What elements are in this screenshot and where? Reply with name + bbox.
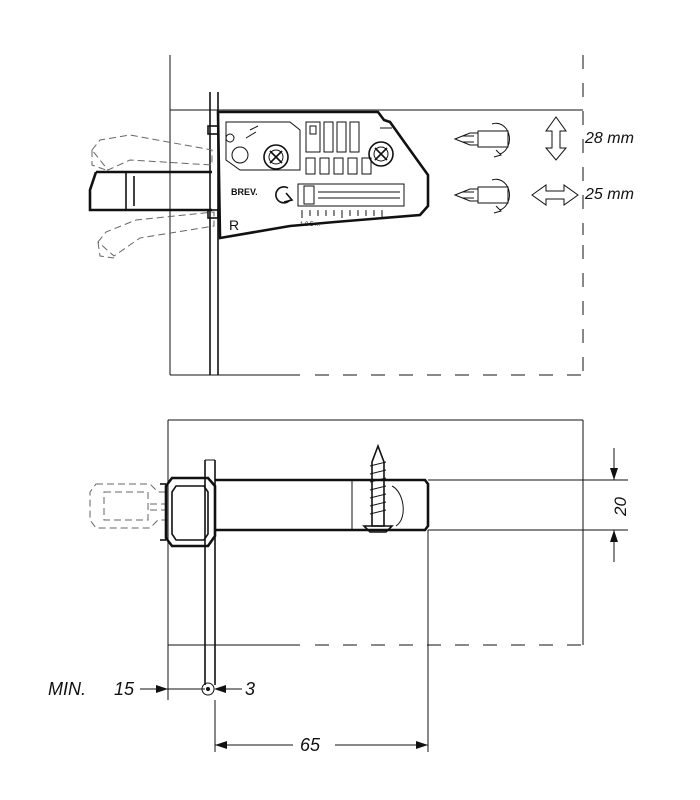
hanger-housing: BREV. R 1 0 5 ... [216, 110, 430, 240]
depth-dimension: 65 [214, 530, 429, 755]
cabinet-outline-bottom [167, 419, 584, 646]
slide-adjust-value: 25 mm [584, 186, 634, 203]
rotate-arrow-icon [275, 186, 294, 204]
arm-clip [160, 476, 217, 548]
cabinet-outline-top [169, 55, 584, 376]
scale-ticks [301, 210, 383, 218]
scale-marks: 1 0 5 ... [300, 222, 320, 228]
rotate-arrow-icon [491, 178, 510, 214]
front-view: BREV. R 1 0 5 ... 28 mm [88, 55, 634, 376]
min-label: MIN. [48, 679, 86, 699]
screwdriver-icon [453, 130, 509, 148]
rotated-arm-ghosts [91, 134, 215, 259]
panel-clip [207, 125, 219, 219]
rotate-arrow-icon [491, 122, 510, 158]
housing-label: BREV. [231, 187, 258, 197]
screw-icon [362, 443, 394, 533]
section-view: 20 MIN. 15 3 65 [48, 419, 630, 755]
side-marking: R [229, 217, 239, 233]
slot-grid [305, 121, 392, 175]
side-panel-section [204, 459, 216, 685]
screwdriver-icon [453, 186, 509, 204]
panel-thickness-value: 3 [245, 679, 255, 699]
depth-dimension-value: 65 [300, 735, 321, 755]
height-dimension-value: 20 [611, 497, 630, 517]
hanger-arm [88, 170, 212, 212]
adjust-screw-left-icon [263, 144, 289, 170]
slide-track [297, 183, 405, 207]
height-dimension: 20 [428, 448, 630, 562]
arm-profile-ghost [89, 483, 167, 529]
vertical-double-arrow-icon [544, 116, 568, 161]
adjust-screw-right-icon [368, 141, 394, 167]
min-value: 15 [114, 679, 135, 699]
min-dimension: MIN. 15 3 [48, 645, 255, 700]
rotation-adjust-value: 28 mm [584, 130, 634, 147]
horizontal-double-arrow-icon [531, 184, 579, 206]
mounting-bar [215, 478, 430, 532]
